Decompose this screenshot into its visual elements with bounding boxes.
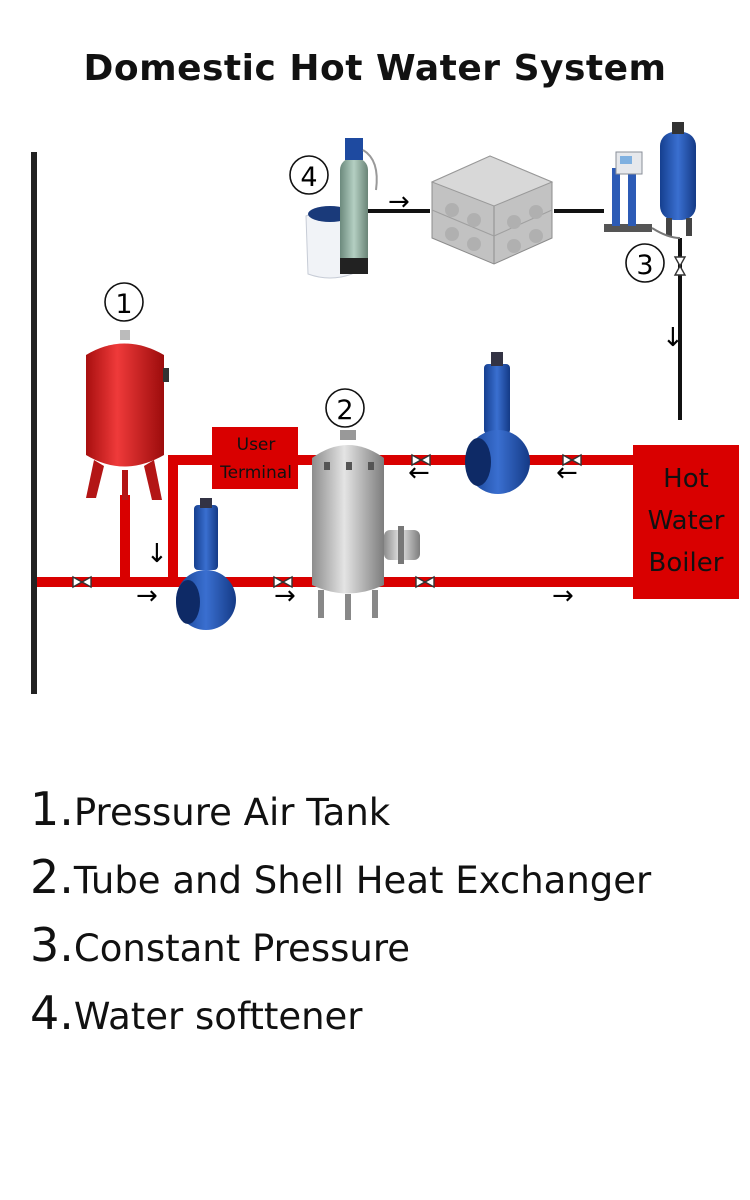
- water-softener[interactable]: [305, 138, 378, 279]
- valve[interactable]: [562, 453, 582, 467]
- flow-arrow: ←: [408, 458, 430, 488]
- flow-arrow: →: [388, 187, 410, 217]
- flow-arrow: →: [552, 581, 574, 611]
- water-storage-tank[interactable]: [430, 155, 554, 265]
- valve[interactable]: [411, 453, 431, 467]
- constant-pressure-unit[interactable]: [604, 122, 696, 239]
- marker-4: 4: [289, 155, 329, 195]
- flow-arrow: →: [136, 581, 158, 611]
- svg-text:4: 4: [300, 162, 317, 193]
- cold-feed-pipes: [368, 209, 682, 420]
- legend-number: 3.: [30, 918, 74, 972]
- user-terminal-label: Terminal: [219, 463, 292, 483]
- legend-number: 4.: [30, 986, 74, 1040]
- legend-label: Constant Pressure: [73, 927, 410, 970]
- legend-item: 3. Constant Pressure: [30, 918, 651, 986]
- marker-3: 3: [625, 243, 665, 283]
- circulation-pump[interactable]: [176, 498, 236, 630]
- flow-arrow: ↓: [662, 323, 684, 353]
- svg-text:3: 3: [636, 250, 653, 281]
- legend-item: 4. Water softtener: [30, 986, 651, 1054]
- heat-exchanger[interactable]: [312, 430, 420, 620]
- boiler-label: Water: [648, 506, 725, 536]
- user-terminal-label: User: [237, 435, 276, 455]
- pressure-air-tank[interactable]: [86, 330, 169, 500]
- legend-label: Tube and Shell Heat Exchanger: [73, 859, 652, 902]
- circulation-pump[interactable]: [465, 352, 530, 494]
- legend-item: 1. Pressure Air Tank: [30, 782, 651, 850]
- hot-water-boiler[interactable]: Hot Water Boiler: [633, 445, 739, 599]
- svg-text:1: 1: [115, 289, 132, 320]
- page-title: Domestic Hot Water System: [83, 48, 667, 89]
- valve[interactable]: [273, 575, 293, 589]
- flow-arrow: ↓: [146, 539, 168, 569]
- component-legend: 1. Pressure Air Tank 2. Tube and Shell H…: [30, 782, 651, 1054]
- marker-1: 1: [104, 282, 144, 322]
- legend-number: 2.: [30, 850, 74, 904]
- legend-label: Water softtener: [73, 995, 363, 1038]
- legend-label: Pressure Air Tank: [73, 791, 391, 834]
- legend-number: 1.: [30, 782, 74, 836]
- marker-2: 2: [325, 388, 365, 428]
- legend-item: 2. Tube and Shell Heat Exchanger: [30, 850, 651, 918]
- valve[interactable]: [72, 575, 92, 589]
- system-diagram: → ↓ ↓ → → → ← ← User Terminal: [31, 122, 739, 694]
- main-supply-line: [31, 152, 37, 694]
- boiler-label: Boiler: [649, 548, 724, 578]
- flow-arrow: ←: [556, 458, 578, 488]
- user-terminal[interactable]: User Terminal: [212, 427, 298, 489]
- svg-text:2: 2: [336, 395, 353, 426]
- valve[interactable]: [673, 256, 687, 276]
- boiler-label: Hot: [663, 464, 709, 494]
- valve[interactable]: [415, 575, 435, 589]
- flow-arrow: →: [274, 581, 296, 611]
